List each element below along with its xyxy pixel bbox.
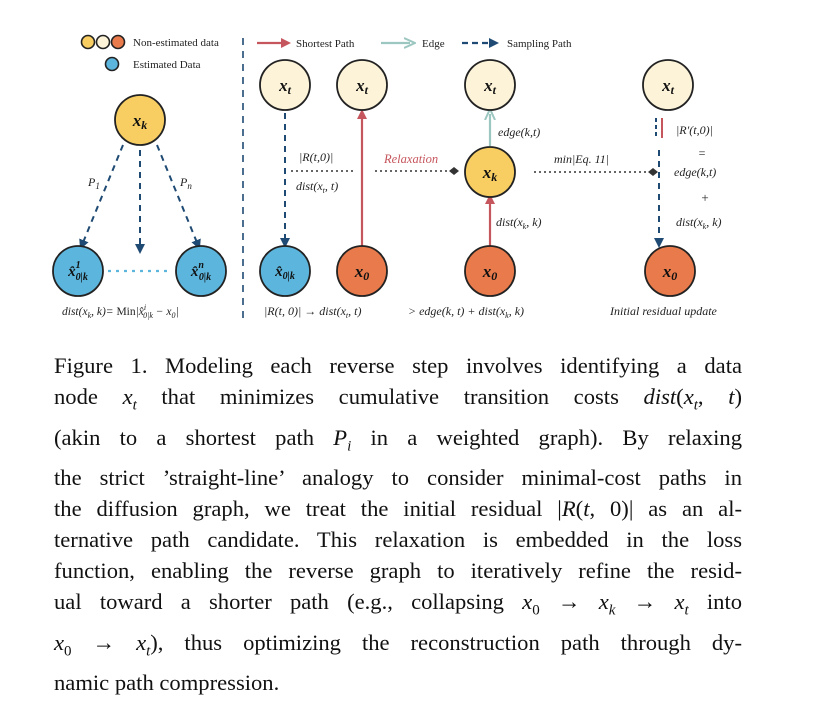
node-xt-c [464,59,516,111]
node-xk-a [114,94,166,146]
sampling-arrow-left [79,144,124,250]
sampling-arrow-right [156,144,201,250]
panel-d: xt |R′(t,0)| = edge(k,t) + dist(xk, k) x… [609,59,722,318]
relaxation-label: Relaxation [383,152,438,166]
r-prime-label: |R′(t,0)| [676,123,713,137]
panel-d-caption: Initial residual update [609,304,718,318]
panel-b: xt xt |R(t,0)| dist(xt, t) x̂0|k x0 |R(t… [259,59,388,320]
p1-label: P1 [87,175,100,191]
legend-non-estimated: Non-estimated data [133,37,219,49]
node-xk-c [464,146,516,198]
caption-line-2: node xt that minimizes cumulative transi… [54,384,743,414]
pn-label: Pn [179,175,192,191]
figure-diagram: Non-estimated data Estimated Data Shorte… [52,34,722,320]
caption-line-7: function, enabling the reverse graph to … [54,558,742,584]
panel-c-caption: > edge(k, t) + dist(xk, k) [408,304,524,320]
node-x0k-1 [52,245,104,297]
node-x0k-n [175,245,227,297]
caption-line-8: ual toward a shorter path (e.g., collaps… [54,589,743,619]
node-x0-d [644,245,696,297]
dist-xt-b: dist(xt, t) [296,179,338,195]
legend-estimated: Estimated Data [133,59,201,71]
legend-shortest-path: Shortest Path [296,38,355,50]
dist-xk-d: dist(xk, k) [676,215,722,231]
panel-b-caption: |R(t, 0)| → dist(xt, t) [264,304,362,320]
node-xt-b-left [259,59,311,111]
caption-line-10: namic path compression. [54,670,280,696]
panel-c: xt edge(k,t) xk dist(xk, k) x0 > edge(k,… [408,59,542,320]
legend-sampling-path: Sampling Path [507,38,572,50]
node-xt-d [642,59,694,111]
residual-b: |R(t,0)| [299,150,333,164]
caption-line-3: (akin to a shortest path Pi in a weighte… [54,424,742,455]
figure-caption: Figure 1. Modeling each reverse step inv… [54,350,742,698]
dist-xk-c: dist(xk, k) [496,215,542,231]
legend-dot-orange [110,34,126,50]
caption-line-1: Figure 1. Modeling each reverse step inv… [54,353,742,378]
edge-label-c: edge(k,t) [498,125,540,139]
node-x0-c [464,245,516,297]
plus-sign: + [701,190,708,205]
edge-label-d: edge(k,t) [674,165,716,179]
legend: Non-estimated data Estimated Data Shorte… [80,34,572,72]
caption-line-4: the strict ’straight-line’ analogy to co… [54,465,742,491]
node-xt-b-right [336,59,388,111]
node-x0-b [336,245,388,297]
caption-line-5: the diffusion graph, we treat the initia… [54,496,742,522]
legend-dot-cream [95,34,111,50]
legend-dot-blue [104,56,120,72]
min-eq-label: min|Eq. 11| [554,152,609,166]
node-x0k-b [259,245,311,297]
caption-line-9: x0 → xt), thus optimizing the reconstruc… [54,629,742,660]
legend-dot-yellow [80,34,96,50]
legend-edge: Edge [422,38,445,50]
equals-sign: = [699,146,706,160]
caption-line-6: ternative path candidate. This relaxatio… [54,527,742,553]
